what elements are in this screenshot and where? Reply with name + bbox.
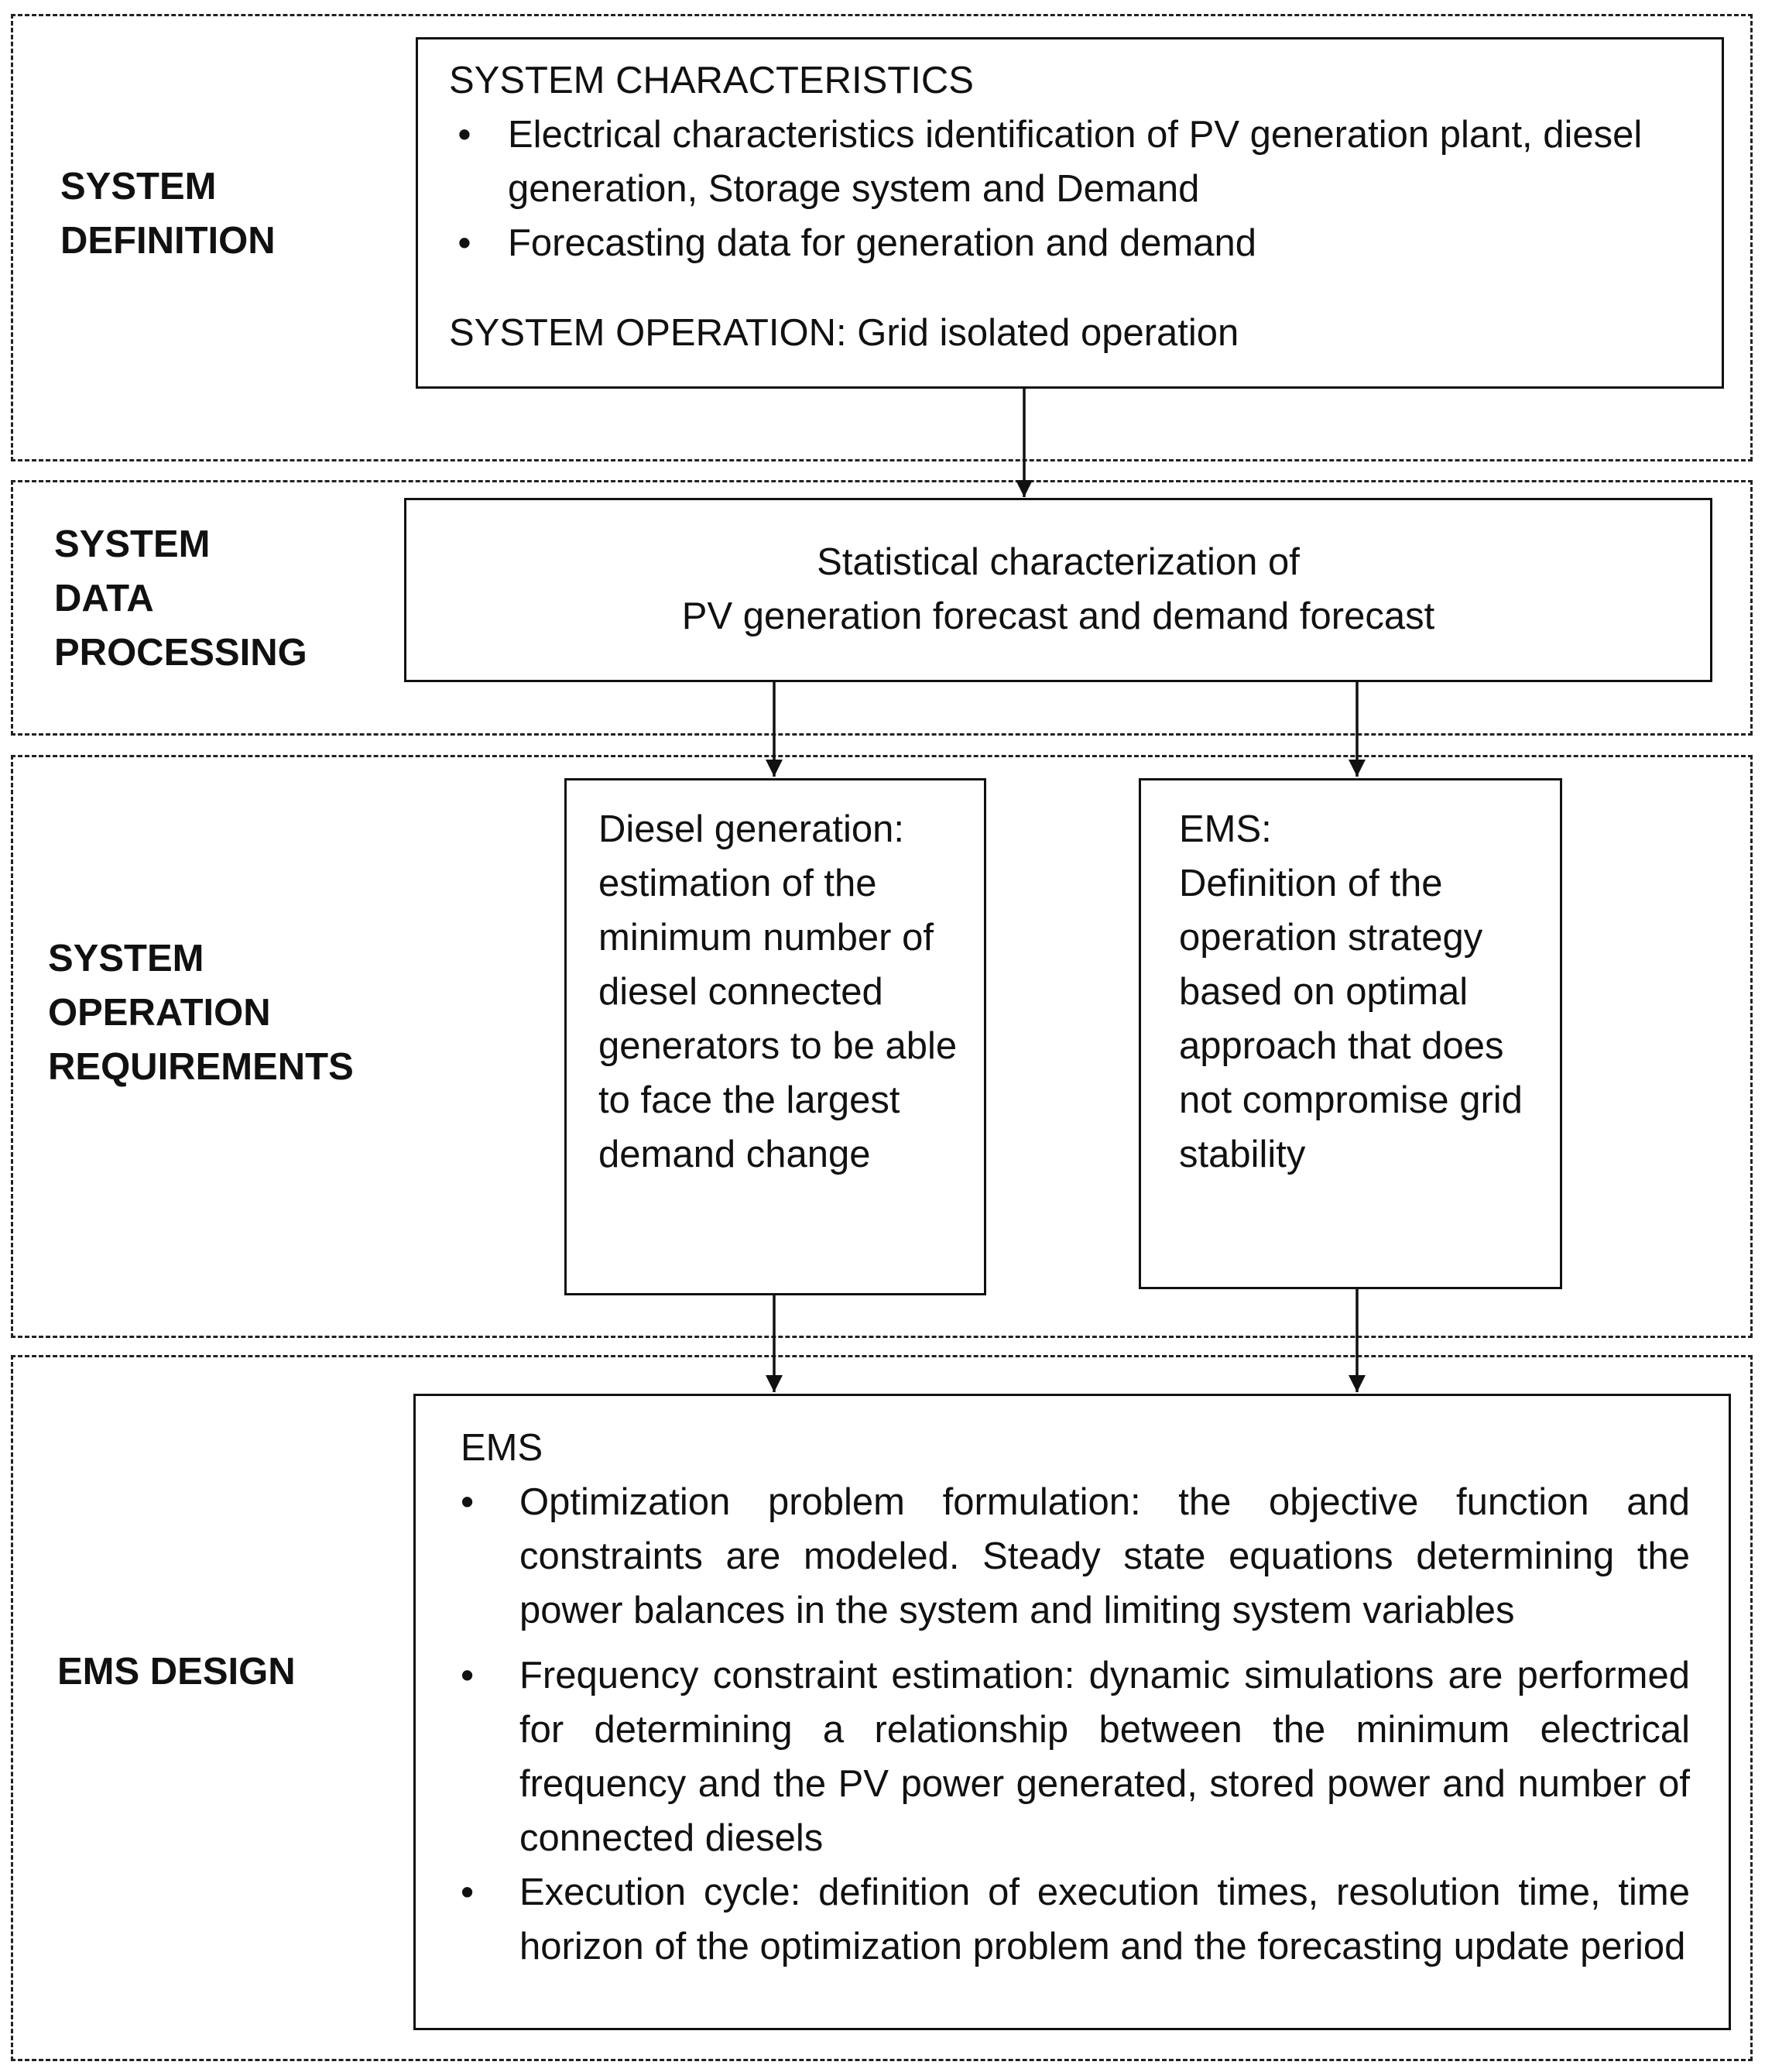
- list-item: • Optimization problem formulation: the …: [461, 1475, 1690, 1638]
- bullet-icon: •: [461, 1871, 475, 1913]
- bullet-icon: •: [461, 1655, 475, 1696]
- bullet-icon: •: [458, 222, 471, 264]
- statistical-characterization-line-1: Statistical characterization of: [817, 541, 1300, 583]
- list-item: • Electrical characteristics identificat…: [449, 108, 1691, 216]
- ems-design-section: [11, 1355, 1753, 2061]
- statistical-characterization-line-2: PV generation forecast and demand foreca…: [681, 595, 1435, 637]
- ems-design-label: EMS DESIGN: [57, 1651, 296, 1693]
- system-operation-requirements-section: [11, 755, 1753, 1338]
- system-definition-section: [11, 14, 1753, 461]
- system-definition-label: SYSTEM DEFINITION: [60, 166, 276, 262]
- list-item: • Forecasting data for generation and de…: [449, 216, 1691, 270]
- bullet-icon: •: [458, 114, 471, 156]
- system-operation-text: SYSTEM OPERATION: Grid isolated operatio…: [449, 312, 1239, 354]
- system-characteristics-list: • Electrical characteristics identificat…: [449, 108, 1691, 270]
- ems-design-heading: EMS: [461, 1427, 543, 1469]
- diesel-generation-box: Diesel generation: estimation of the min…: [564, 778, 986, 1295]
- statistical-characterization-box: Statistical characterization of PV gener…: [404, 498, 1712, 682]
- ems-strategy-box: EMS: Definition of the operation strateg…: [1139, 778, 1562, 1289]
- system-operation-requirements-label: SYSTEM OPERATION REQUIREMENTS: [48, 938, 354, 1088]
- list-item: • Frequency constraint estimation: dynam…: [461, 1648, 1690, 1865]
- system-characteristics-heading: SYSTEM CHARACTERISTICS: [449, 60, 974, 101]
- bullet-text: Electrical characteristics identificatio…: [508, 114, 1643, 210]
- bullet-icon: •: [461, 1481, 475, 1523]
- system-characteristics-box: SYSTEM CHARACTERISTICS • Electrical char…: [416, 37, 1724, 389]
- ems-design-box: EMS • Optimization problem formulation: …: [413, 1394, 1731, 2030]
- bullet-text: Forecasting data for generation and dema…: [508, 222, 1257, 264]
- system-data-processing-section: [11, 480, 1753, 736]
- bullet-text: Optimization problem formulation: the ob…: [519, 1481, 1690, 1631]
- ems-design-list: • Optimization problem formulation: the …: [461, 1475, 1690, 1974]
- system-data-processing-label: SYSTEM DATA PROCESSING: [54, 523, 307, 674]
- list-item: • Execution cycle: definition of executi…: [461, 1865, 1690, 1974]
- bullet-text: Execution cycle: definition of execution…: [519, 1871, 1690, 1967]
- bullet-text: Frequency constraint estimation: dynamic…: [519, 1655, 1690, 1859]
